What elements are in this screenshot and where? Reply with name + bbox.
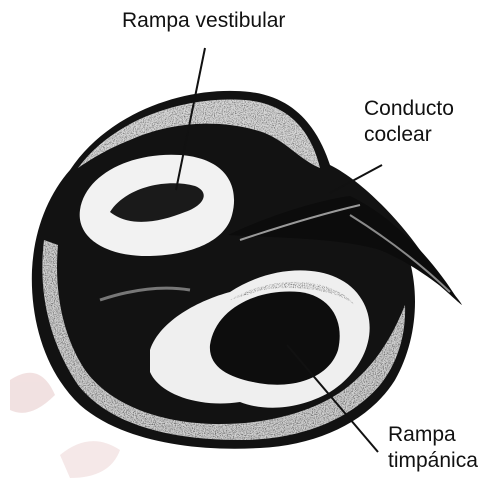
label-rampa-timpanica: Rampa timpánica <box>388 422 478 474</box>
label-conducto-line1: Conducto <box>364 96 454 122</box>
label-rampa-timpanica-line2: timpánica <box>388 448 478 474</box>
label-rampa-timpanica-line1: Rampa <box>388 422 478 448</box>
label-rampa-vestibular: Rampa vestibular <box>122 8 285 34</box>
label-conducto-line2: coclear <box>364 122 454 148</box>
label-conducto-coclear: Conducto coclear <box>364 96 454 148</box>
